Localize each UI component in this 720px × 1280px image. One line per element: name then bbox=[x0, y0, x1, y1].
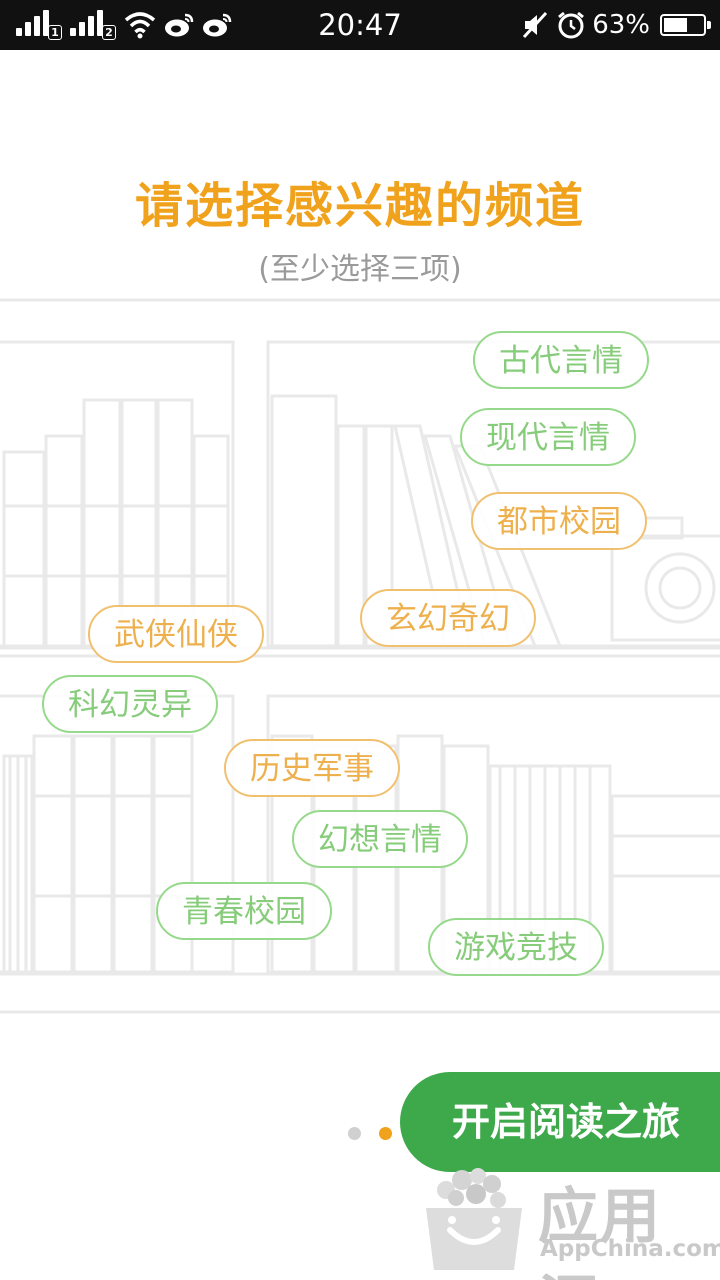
battery-icon bbox=[660, 14, 711, 36]
battery-percent: 63% bbox=[592, 10, 650, 40]
start-reading-button[interactable]: 开启阅读之旅 bbox=[400, 1072, 720, 1172]
signal-icon: 1 bbox=[16, 10, 62, 40]
alarm-icon bbox=[558, 11, 585, 39]
watermark-site: AppChina.com bbox=[540, 1236, 720, 1262]
pager-dot-active bbox=[379, 1127, 392, 1140]
page-subtitle: (至少选择三项) bbox=[258, 252, 462, 287]
status-bar: 1 2 bbox=[0, 0, 720, 50]
sim1-label: 1 bbox=[48, 25, 62, 40]
mute-icon bbox=[523, 11, 548, 39]
sim2-label: 2 bbox=[102, 25, 116, 40]
channel-tag[interactable]: 幻想言情 bbox=[292, 810, 468, 868]
channel-tag[interactable]: 青春校园 bbox=[156, 882, 332, 940]
appchina-bag-icon bbox=[426, 1168, 522, 1270]
channel-tag[interactable]: 现代言情 bbox=[460, 408, 636, 466]
page-title: 请选择感兴趣的频道 bbox=[134, 178, 585, 234]
signal-icon: 2 bbox=[70, 10, 116, 40]
channel-tag[interactable]: 武侠仙侠 bbox=[88, 605, 264, 663]
channel-tag[interactable]: 古代言情 bbox=[473, 331, 649, 389]
battery-fill bbox=[664, 18, 687, 32]
pager-dot bbox=[348, 1127, 361, 1140]
watermark-brand: 应用汇 bbox=[538, 1182, 662, 1280]
channel-tag[interactable]: 游戏竞技 bbox=[428, 918, 604, 976]
channel-tag[interactable]: 历史军事 bbox=[224, 739, 400, 797]
weibo-icon bbox=[203, 13, 232, 37]
channel-tag[interactable]: 科幻灵异 bbox=[42, 675, 218, 733]
channel-tag[interactable]: 玄幻奇幻 bbox=[360, 589, 536, 647]
channel-tag[interactable]: 都市校园 bbox=[471, 492, 647, 550]
weibo-icon bbox=[165, 13, 194, 37]
wifi-icon bbox=[124, 12, 156, 39]
